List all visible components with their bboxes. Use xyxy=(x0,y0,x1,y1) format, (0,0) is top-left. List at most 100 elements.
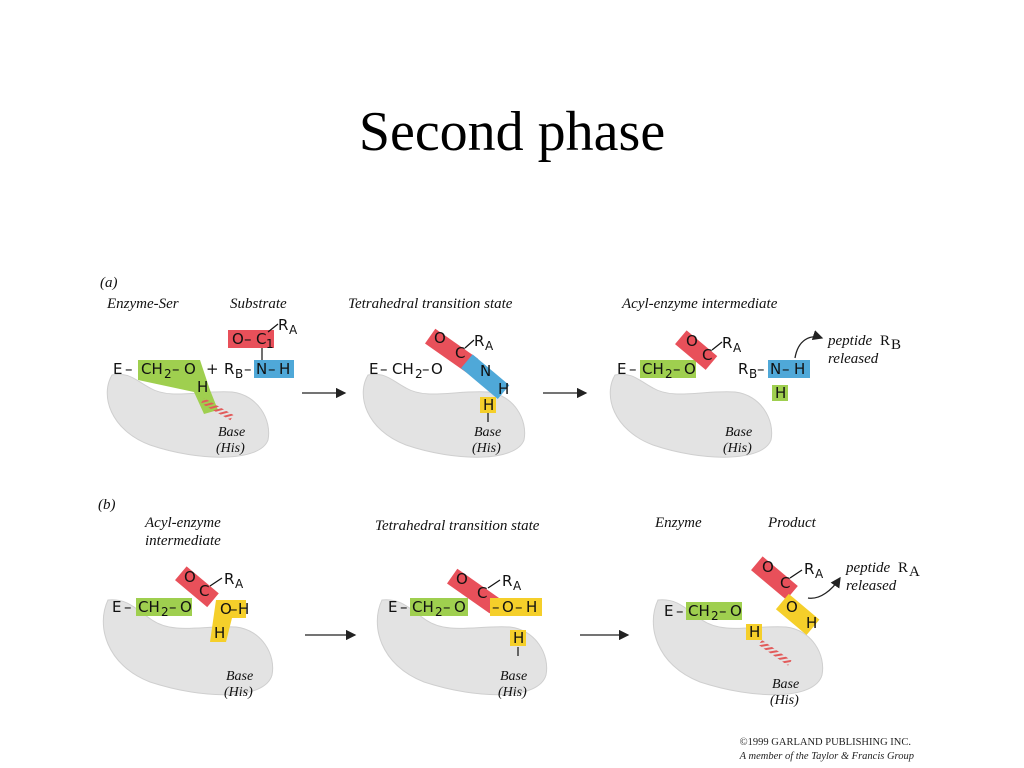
chem-O: O xyxy=(730,602,742,620)
chem-C: C xyxy=(702,346,712,364)
chem-N: N xyxy=(770,360,781,378)
blue-highlight xyxy=(461,354,510,400)
chem-N: N xyxy=(256,360,267,378)
chem-H: H xyxy=(238,600,249,618)
chem-dash: – xyxy=(719,602,727,620)
yellow-highlight xyxy=(490,598,542,616)
chem-R: R xyxy=(804,560,814,578)
chem-H: H xyxy=(498,380,509,398)
bond xyxy=(487,579,501,589)
chem-E: E xyxy=(112,598,121,616)
bond xyxy=(789,569,803,579)
label-base: Base xyxy=(725,425,752,440)
enzyme-shape xyxy=(376,599,548,696)
yellow-highlight xyxy=(510,630,526,646)
bond xyxy=(209,577,223,587)
label-base: Base xyxy=(772,677,799,692)
label-released-b: released xyxy=(846,578,897,594)
chem-ch2-sub: 2 xyxy=(435,605,443,619)
panel-b-tag: (b) xyxy=(98,497,116,513)
chem-ch2: CH xyxy=(412,598,434,616)
chem-O: O xyxy=(184,360,196,378)
chem-H: H xyxy=(279,360,290,378)
chem-ch2-sub: 2 xyxy=(415,367,423,381)
label-released-a: released xyxy=(828,351,879,367)
label-peptide-a: peptide xyxy=(827,333,872,349)
chem-dash: – xyxy=(443,598,451,616)
chem-B: B xyxy=(235,367,243,381)
label-base: Base xyxy=(474,425,501,440)
copyright-line-2: A member of the Taylor & Francis Group xyxy=(739,751,914,762)
green-highlight xyxy=(686,602,742,620)
chem-A: A xyxy=(485,339,494,353)
label-his: (His) xyxy=(723,441,752,456)
bond xyxy=(711,341,723,351)
chem-R: R xyxy=(224,570,234,588)
chem-ch2: CH xyxy=(642,360,664,378)
label-base: Base xyxy=(218,425,245,440)
chem-dash: – xyxy=(124,598,132,616)
page-title: Second phase xyxy=(358,101,666,163)
chem-E: E xyxy=(369,360,378,378)
enzyme-shape xyxy=(102,599,274,696)
chem-R: R xyxy=(722,334,732,352)
label-his: (His) xyxy=(216,441,245,456)
red-highlight xyxy=(175,566,219,608)
label-base: Base xyxy=(226,669,253,684)
chem-A: A xyxy=(513,579,522,593)
yellow-highlight xyxy=(210,600,246,642)
chem-R: R xyxy=(738,360,748,378)
copyright-notice: ©1999 GARLAND PUBLISHING INC. A member o… xyxy=(740,736,914,764)
label-rb-sub: B xyxy=(891,337,901,353)
blue-highlight xyxy=(768,360,810,378)
chem-R: R xyxy=(474,332,484,350)
label-enzyme-ser: Enzyme-Ser xyxy=(106,296,179,312)
panel-a-tag: (a) xyxy=(100,275,118,291)
chem-A: A xyxy=(289,323,298,337)
label-acyl-b-2: intermediate xyxy=(145,533,221,549)
chem-E: E xyxy=(113,360,122,378)
label-his: (His) xyxy=(770,693,799,708)
label-his: (His) xyxy=(224,685,253,700)
chem-H: H xyxy=(775,384,786,402)
chem-O: O xyxy=(232,330,244,348)
chem-dash: – xyxy=(422,360,430,378)
chem-B: B xyxy=(749,367,757,381)
chem-ch2: CH xyxy=(138,598,160,616)
chem-N: N xyxy=(480,362,491,380)
chem-R: R xyxy=(224,360,234,378)
chem-dash: – xyxy=(757,360,765,378)
green-highlight xyxy=(136,598,192,616)
red-highlight xyxy=(425,328,478,374)
chem-O: O xyxy=(431,360,443,378)
chem-H: H xyxy=(806,614,817,632)
yellow-highlight xyxy=(772,385,788,401)
label-rb: R xyxy=(880,333,890,349)
chem-ch2-sub: 2 xyxy=(164,367,172,381)
chem-dash: – xyxy=(782,360,790,378)
copyright-line-1: ©1999 GARLAND PUBLISHING INC. xyxy=(739,737,911,748)
chem-A: A xyxy=(815,567,824,581)
label-product: Product xyxy=(767,515,817,531)
chem-dash: – xyxy=(244,330,252,348)
chem-R: R xyxy=(278,316,288,334)
chem-dash: – xyxy=(400,598,408,616)
hatch-bond xyxy=(201,398,234,421)
chem-dash: – xyxy=(515,598,523,616)
red-highlight xyxy=(228,330,274,348)
chem-C: C xyxy=(455,344,465,362)
chem-O: O xyxy=(454,598,466,616)
chem-A: A xyxy=(235,577,244,591)
chem-H: H xyxy=(749,623,760,641)
chem-ch2-sub: 2 xyxy=(161,605,169,619)
chem-H: H xyxy=(197,378,208,396)
chem-C1: 1 xyxy=(266,337,274,351)
yellow-highlight xyxy=(775,593,820,635)
label-substrate: Substrate xyxy=(230,296,287,312)
blue-highlight xyxy=(254,360,294,378)
chem-ch2: CH xyxy=(392,360,414,378)
red-highlight xyxy=(751,556,798,600)
chem-C: C xyxy=(780,574,790,592)
hatch-bond xyxy=(758,640,792,666)
